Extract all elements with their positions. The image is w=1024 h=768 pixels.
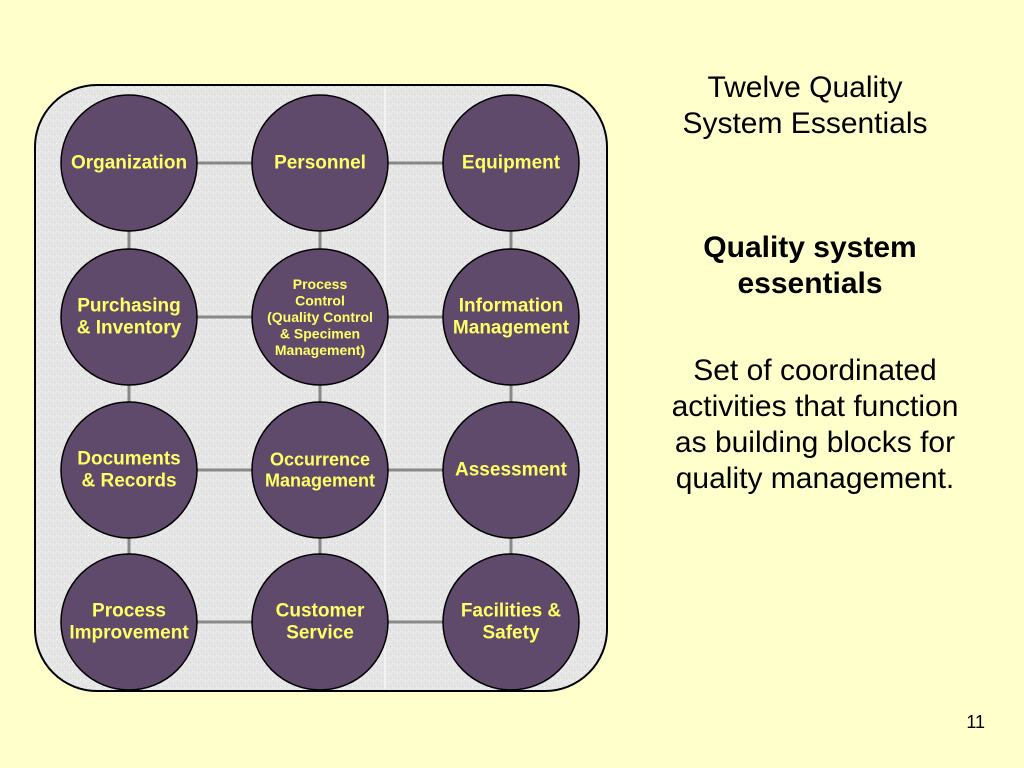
essential-node-personnel: Personnel: [251, 94, 389, 232]
essential-label: Facilities &: [461, 600, 562, 621]
essential-circle: [60, 248, 198, 386]
essential-label: Management: [265, 471, 375, 491]
essential-circle: [251, 553, 389, 691]
essential-label: Assessment: [455, 460, 568, 481]
essential-label: Safety: [482, 623, 539, 644]
definition-line: activities that function: [671, 390, 959, 423]
essential-label: & Records: [81, 471, 176, 492]
quality-essentials-diagram: Organization Personnel EquipmentPurchasing…: [34, 84, 608, 692]
essential-label: Equipment: [462, 153, 561, 174]
essential-label: Occurrence: [270, 449, 370, 469]
slide-title-line: System Essentials: [682, 107, 928, 140]
essential-label: Purchasing: [77, 295, 180, 316]
essential-circle: [251, 401, 389, 539]
page-number: 11: [966, 712, 985, 732]
essential-label: Information: [459, 295, 564, 316]
section-heading-line: Quality system: [703, 231, 917, 264]
essential-node-documents-records: Documents& Records: [60, 401, 198, 539]
essential-label: Management): [275, 342, 365, 358]
essential-circle: [60, 553, 198, 691]
essential-label: & Specimen: [280, 326, 360, 342]
essential-label: Service: [286, 623, 354, 644]
essential-label: Organization: [71, 153, 187, 174]
essential-label: Process: [92, 600, 166, 621]
essential-circle: [442, 553, 580, 691]
essential-circle: [442, 401, 580, 539]
essential-node-purchasing-inventory: Purchasing& Inventory: [60, 248, 198, 386]
essential-circle: [442, 94, 580, 232]
essential-circle: [251, 248, 389, 386]
essential-label: & Inventory: [77, 318, 182, 339]
definition-line: Set of coordinated: [693, 354, 937, 387]
essential-label: Documents: [77, 448, 180, 469]
slide-title-line: Twelve Quality: [707, 71, 903, 104]
essential-label: (Quality Control: [267, 309, 373, 325]
essential-label: Management: [453, 318, 570, 339]
essential-label: Process: [293, 276, 348, 292]
essential-circle: [251, 94, 389, 232]
essential-node-equipment: Equipment: [442, 94, 580, 232]
essential-circle: [442, 248, 580, 386]
essential-node-facilities-safety: Facilities &Safety: [442, 553, 580, 691]
definition-text: Set of coordinated activities that funct…: [630, 353, 1000, 497]
definition-line: as building blocks for: [674, 426, 956, 459]
essential-node-assessment: Assessment: [442, 401, 580, 539]
essential-circle: [60, 401, 198, 539]
essential-label: Customer: [276, 600, 365, 621]
definition-line: quality management.: [675, 462, 955, 495]
essential-node-organization: Organization: [60, 94, 198, 232]
essential-label: Control: [295, 292, 345, 308]
essential-circle: [60, 94, 198, 232]
essential-label: Personnel: [274, 153, 366, 174]
section-heading-line: essentials: [737, 267, 883, 300]
slide-title: Twelve Quality System Essentials: [640, 70, 970, 142]
essential-label: Improvement: [69, 623, 189, 644]
section-heading: Quality system essentials: [635, 230, 985, 302]
